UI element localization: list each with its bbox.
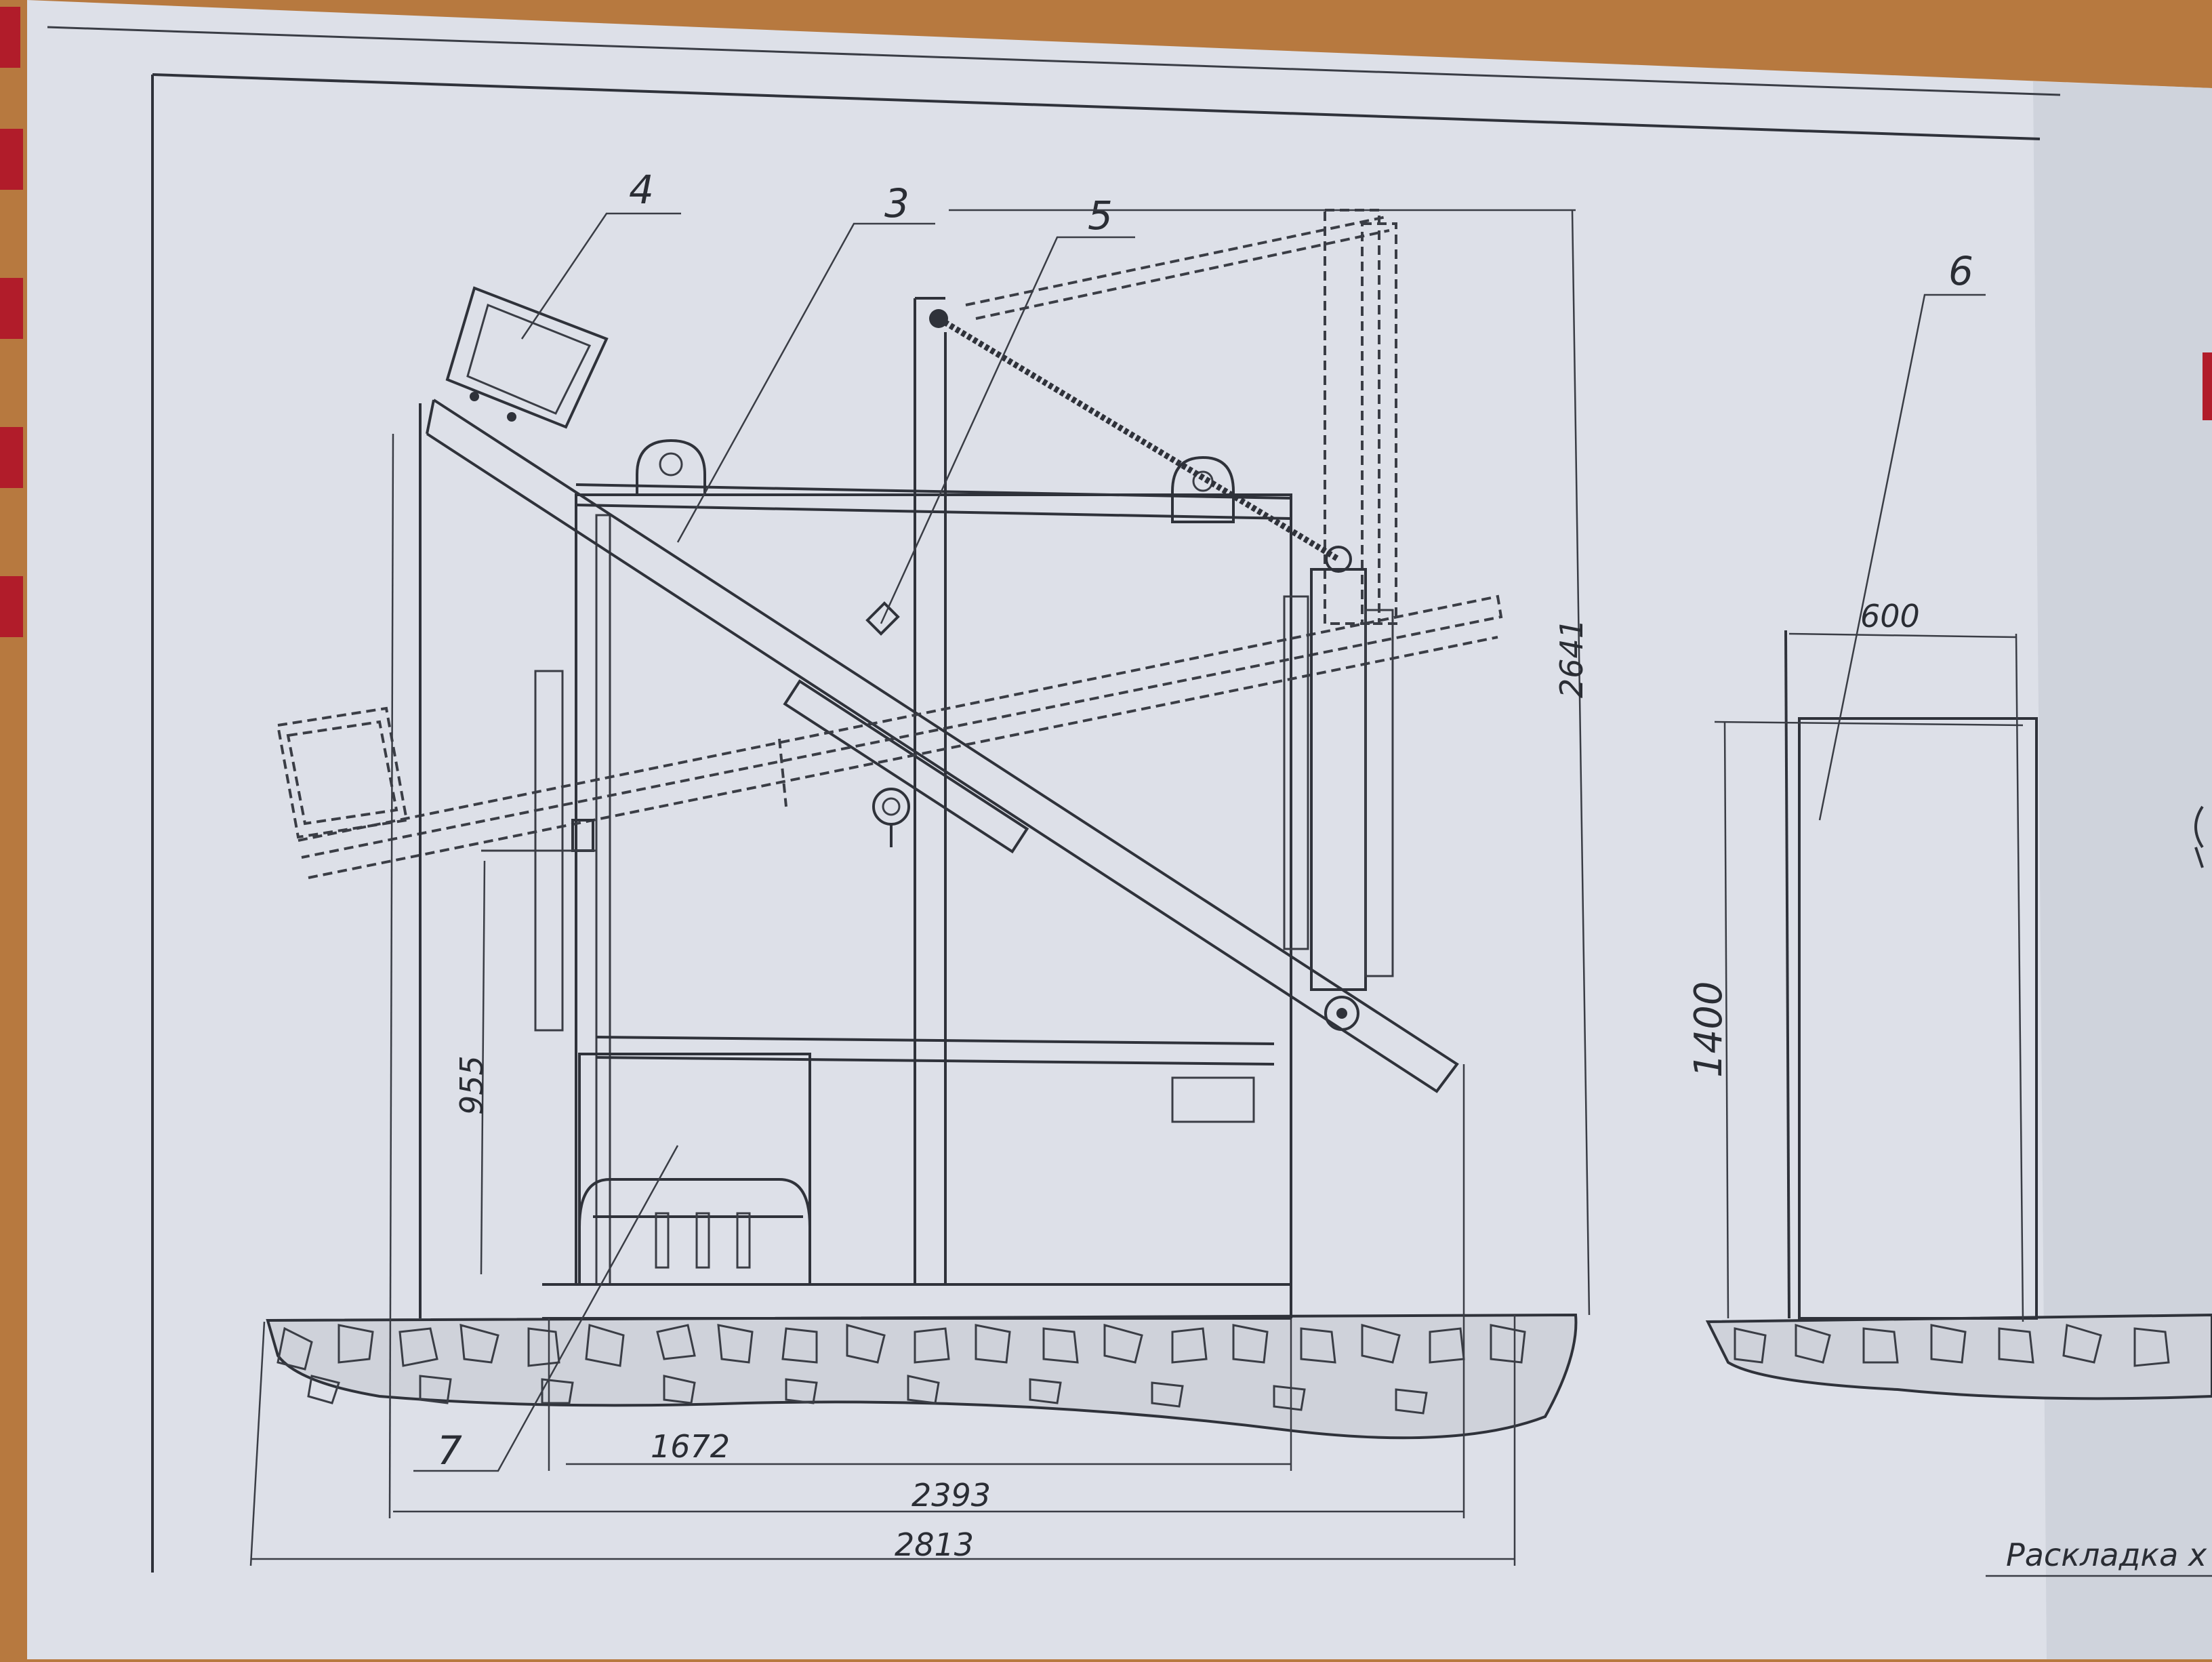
callout-6: 6 (1948, 248, 1973, 294)
dim-955: 955 (453, 1055, 490, 1115)
dim-1400: 1400 (1687, 981, 1731, 1078)
callout-7: 7 (437, 1427, 462, 1474)
lifting-lugs (636, 439, 1235, 523)
callout-4: 4 (629, 167, 654, 213)
frame-border (47, 26, 2061, 1573)
dim-2641: 2641 (1553, 619, 1590, 698)
dim-600: 600 (1860, 598, 1920, 634)
dim-2813: 2813 (895, 1526, 974, 1563)
ground-hatch-left (266, 1313, 1578, 1440)
dimension-lines (249, 209, 2024, 1566)
tension-rod (865, 309, 1340, 636)
ground-stones-left (276, 1323, 1526, 1415)
paper-shadow (2033, 81, 2212, 1659)
hopper-six (1784, 630, 2038, 1320)
callout-5: 5 (1088, 192, 1113, 239)
ground-hatch-right (1705, 1313, 2212, 1400)
drum-unit (1283, 546, 1394, 1031)
lower-tank (534, 670, 1255, 1286)
dim-2393: 2393 (912, 1477, 991, 1514)
paper-sheet (27, 0, 2212, 1659)
callout-leaders (413, 212, 1986, 1472)
dim-1672: 1672 (651, 1428, 730, 1465)
dashed-alternate-position (276, 209, 1503, 879)
caption-text: Раскладка х (2006, 1537, 2207, 1573)
binding-rings (0, 7, 2212, 637)
control-box (445, 286, 609, 429)
partial-detail-right (2194, 805, 2204, 868)
ground-stones-right (1734, 1323, 2170, 1367)
callout-3: 3 (884, 180, 909, 226)
